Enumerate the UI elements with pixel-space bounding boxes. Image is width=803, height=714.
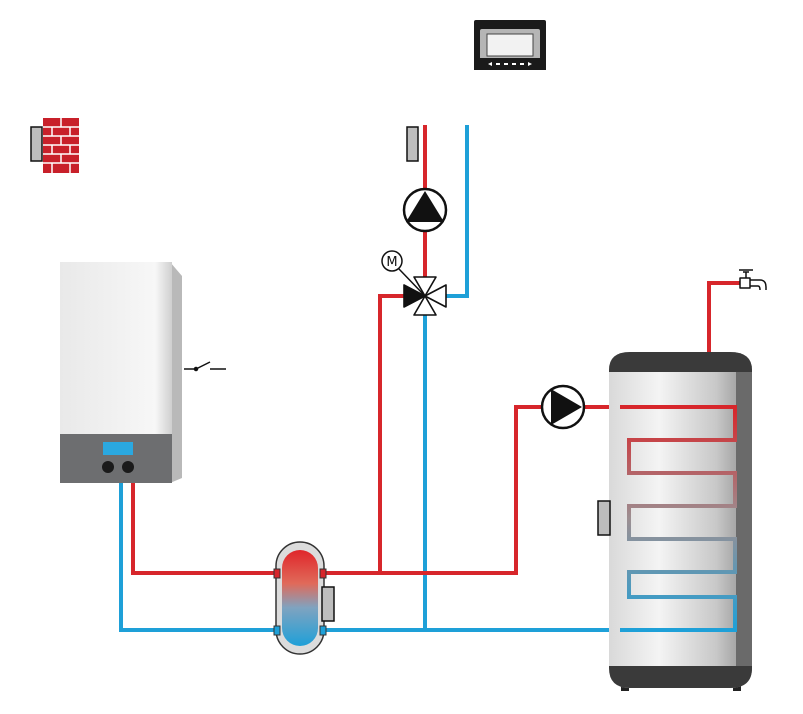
switch-contact-icon [184, 361, 226, 372]
actuator-stem [398, 268, 426, 297]
outdoor-sensor [30, 118, 79, 173]
flow-temperature-sensor-icon [406, 126, 419, 162]
boiler[interactable] [60, 262, 226, 483]
pump-direction-icon [406, 191, 444, 222]
three-way-valve-icon [403, 276, 447, 316]
boiler-return-pipe [119, 483, 278, 632]
heating-pump[interactable] [402, 187, 448, 233]
controller-display-icon [486, 33, 534, 57]
boiler-knob-icon[interactable] [122, 461, 134, 473]
boiler-knob-icon[interactable] [102, 461, 114, 473]
pump-direction-icon [551, 389, 582, 425]
boiler-control-panel [60, 434, 172, 483]
main-flow-pipe [322, 405, 543, 575]
tap-icon[interactable] [739, 269, 767, 291]
motor-label: M [386, 255, 397, 270]
dhw-outlet-pipe [707, 281, 740, 352]
hydraulic-separator [273, 541, 335, 655]
mixing-valve[interactable]: M [381, 250, 447, 316]
boiler-body [60, 262, 172, 434]
separator-chamber [282, 550, 318, 646]
valve-flow-pipe [378, 294, 408, 573]
boiler-display-icon [103, 442, 133, 455]
cylinder-sensor-icon [597, 500, 611, 536]
separator-sensor-icon [321, 586, 335, 622]
outdoor-sensor-icon [30, 126, 43, 162]
heat-exchanger-coil [620, 405, 737, 632]
cylinder-body [609, 352, 752, 688]
room-controller[interactable] [474, 20, 546, 70]
motor-actuator-icon [381, 250, 403, 272]
circuit-return-pipe [440, 125, 469, 298]
boiler-flow-pipe [131, 483, 278, 575]
dhw-cylinder [597, 352, 752, 691]
dhw-pump[interactable] [540, 384, 586, 430]
boiler-side [170, 262, 182, 483]
brick-wall-icon [43, 118, 79, 173]
